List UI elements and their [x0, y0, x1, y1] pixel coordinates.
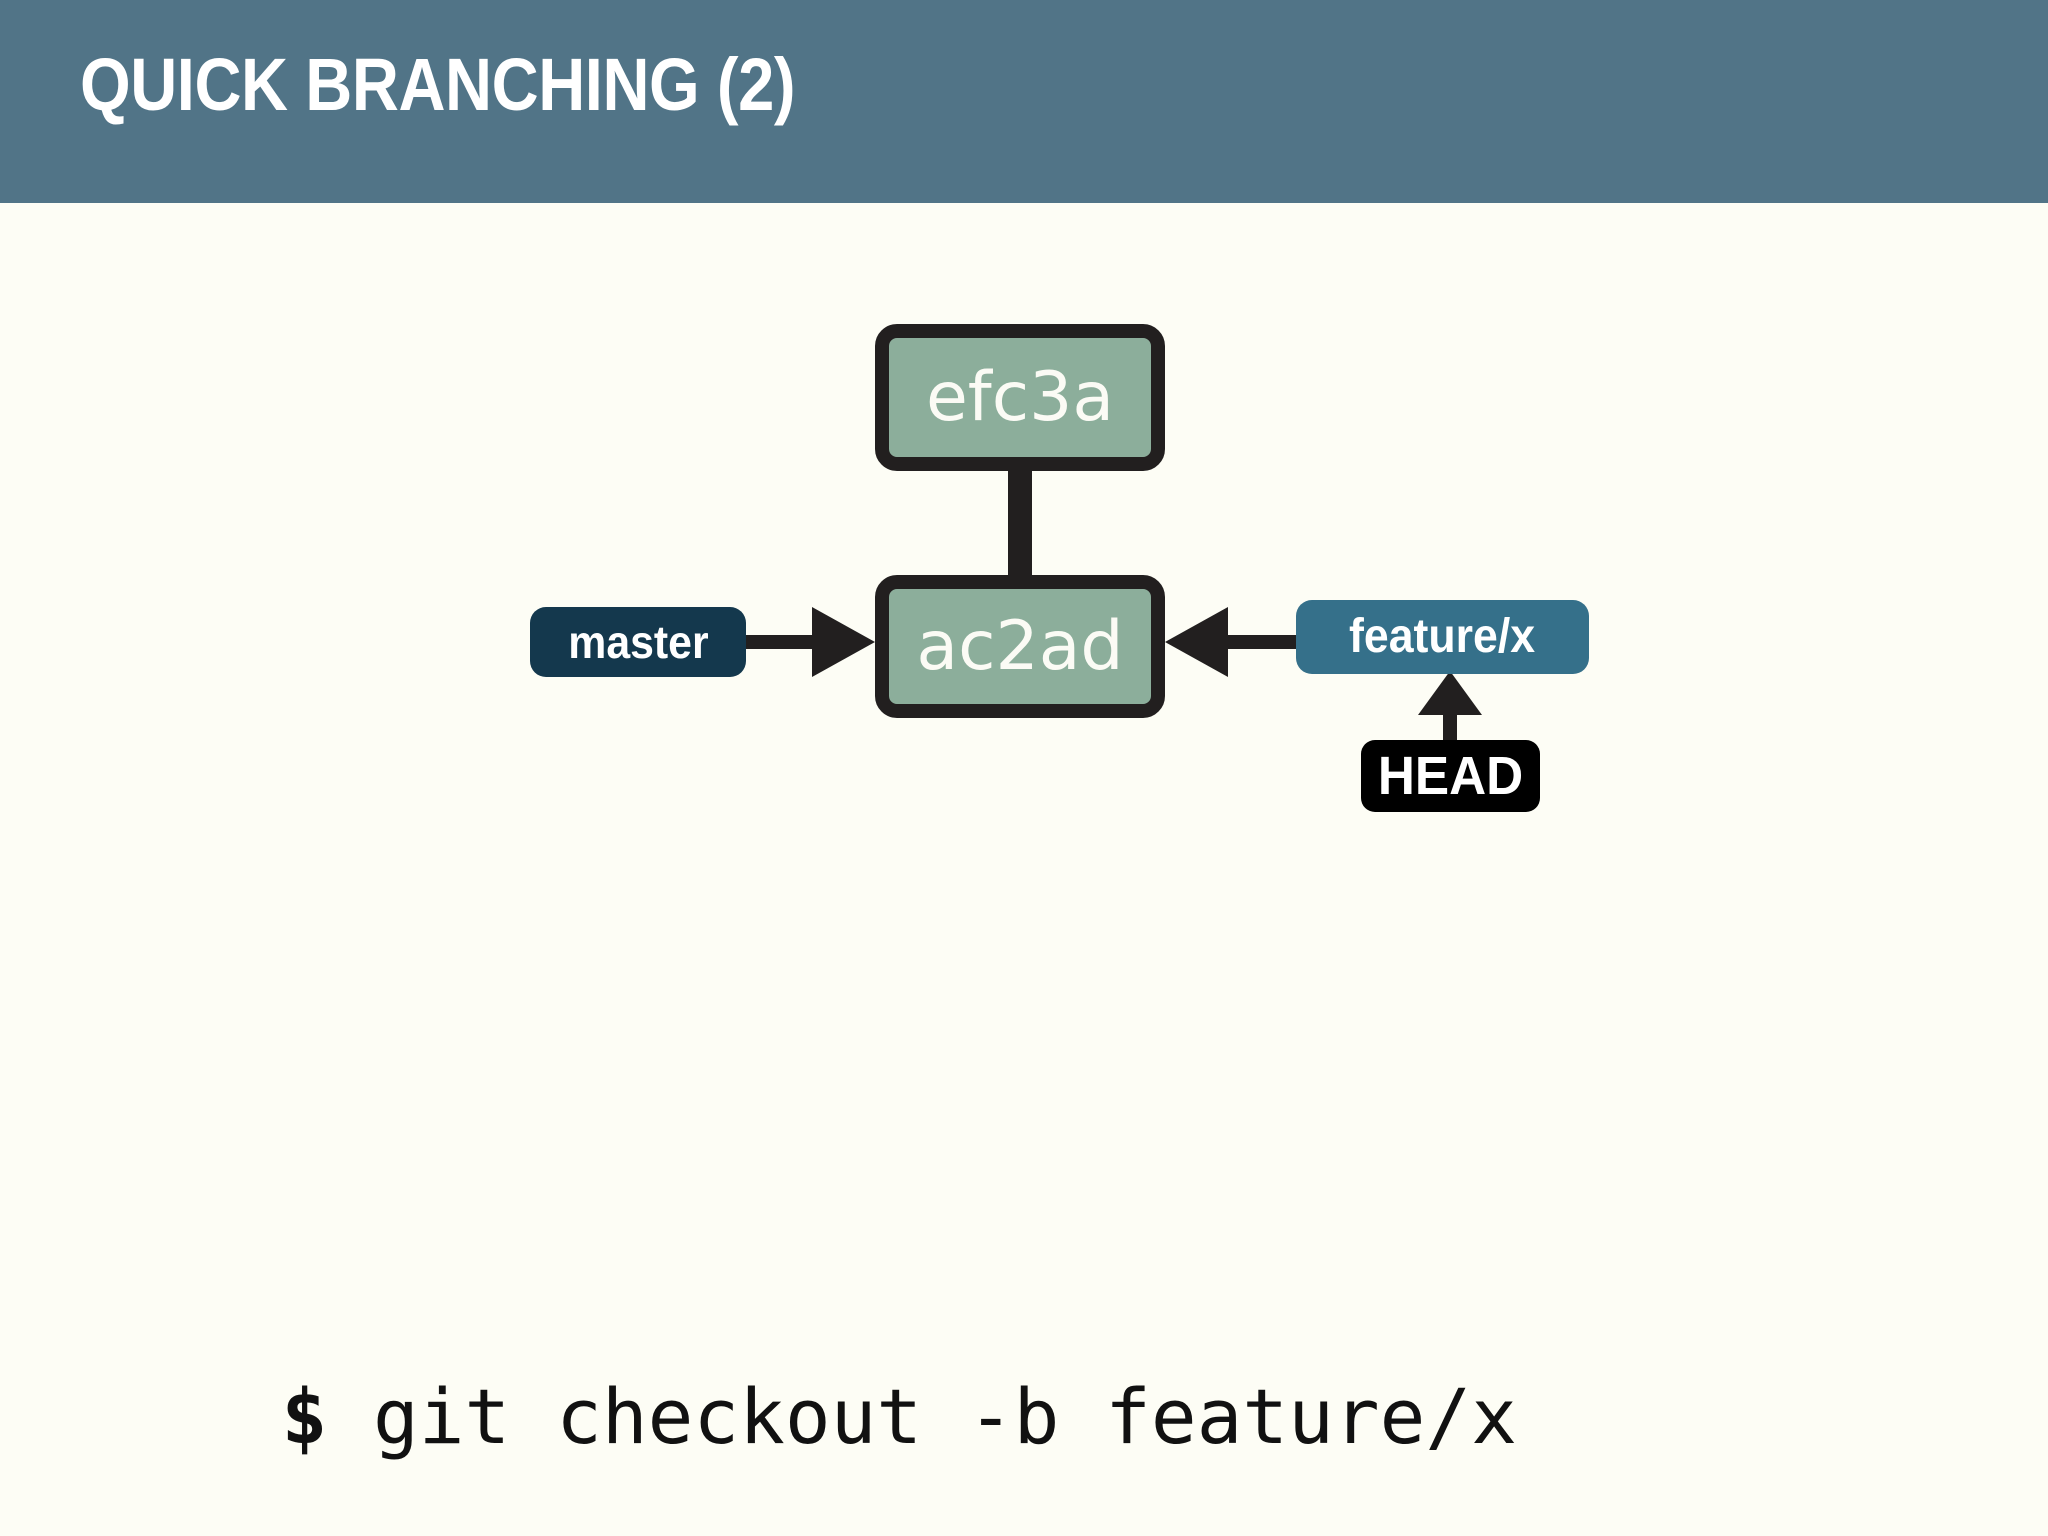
commit-label-efc3a: efc3a	[925, 357, 1115, 437]
head-pointer-label: HEAD	[1377, 746, 1524, 806]
commit-label-ac2ad: ac2ad	[916, 606, 1124, 686]
page-title: QUICK BRANCHING (2)	[80, 43, 796, 126]
git-branch-diagram: efc3a ac2ad master feature/x HEAD	[0, 203, 2048, 1203]
branch-ref-master-label: master	[567, 616, 709, 668]
shell-command-text: git checkout -b feature/x	[373, 1372, 1517, 1462]
terminal-command-line: $ git checkout -b feature/x	[190, 1280, 1517, 1462]
branch-ref-master[interactable]: master	[530, 607, 746, 677]
branch-ref-feature-x-label: feature/x	[1349, 610, 1536, 663]
slide-header-bar: QUICK BRANCHING (2)	[0, 0, 2048, 203]
commit-node-efc3a[interactable]: efc3a	[875, 324, 1165, 471]
head-pointer-badge[interactable]: HEAD	[1361, 740, 1540, 812]
shell-prompt-symbol: $	[281, 1372, 328, 1462]
arrow-master-to-ac2ad	[746, 607, 875, 677]
branch-ref-feature-x[interactable]: feature/x	[1296, 600, 1589, 674]
commit-node-ac2ad[interactable]: ac2ad	[875, 575, 1165, 718]
arrow-feature-to-ac2ad	[1165, 607, 1297, 677]
